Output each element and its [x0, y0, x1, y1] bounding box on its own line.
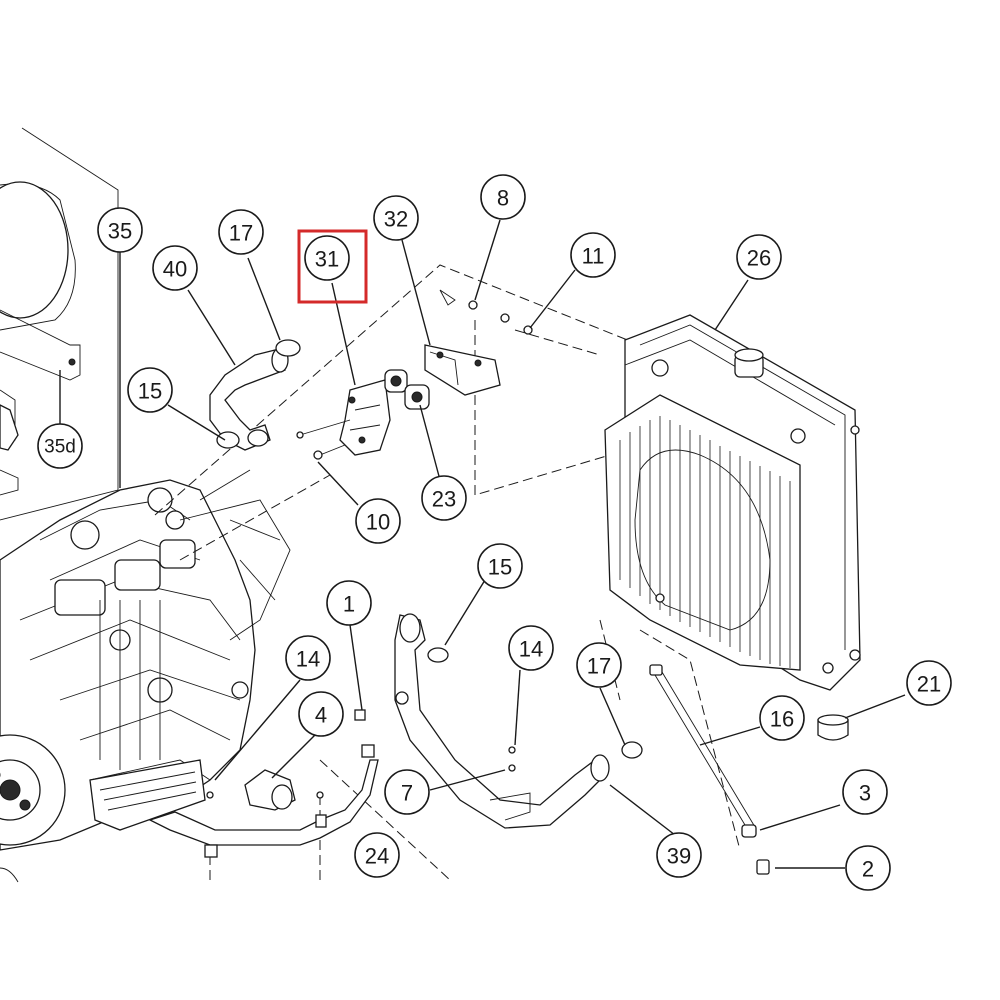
callout-15: 15	[127, 367, 173, 413]
svg-text:7: 7	[401, 781, 413, 806]
callout-26: 26	[736, 234, 782, 280]
svg-text:15: 15	[488, 555, 512, 580]
bracket-31	[296, 379, 391, 460]
svg-text:17: 17	[229, 221, 253, 246]
callout-40: 40	[152, 245, 198, 291]
callout-1: 1	[326, 580, 372, 626]
svg-text:31: 31	[315, 247, 339, 272]
upper-radiator-hose	[209, 339, 301, 451]
callout-39: 39	[656, 832, 702, 878]
callout-14: 14	[508, 625, 554, 671]
callout-8: 8	[480, 174, 526, 220]
drain-tube	[649, 664, 770, 875]
svg-text:21: 21	[917, 672, 941, 697]
svg-text:3: 3	[859, 781, 871, 806]
callout-31-highlighted[interactable]: 31	[297, 229, 368, 304]
svg-text:24: 24	[365, 844, 389, 869]
callout-17: 17	[576, 642, 622, 688]
svg-text:16: 16	[770, 707, 794, 732]
svg-text:4: 4	[315, 703, 327, 728]
callout-4: 4	[298, 691, 344, 737]
callout-3: 3	[842, 769, 888, 815]
callout-35d: 35d	[37, 423, 83, 469]
callout-35: 35	[97, 207, 143, 253]
callout-16: 16	[759, 695, 805, 741]
leader-lines	[59, 219, 906, 869]
lower-radiator-hose	[354, 613, 643, 829]
callout-24: 24	[354, 832, 400, 878]
svg-text:39: 39	[667, 844, 691, 869]
svg-text:23: 23	[432, 487, 456, 512]
svg-text:26: 26	[747, 246, 771, 271]
svg-text:10: 10	[366, 510, 390, 535]
callout-15: 15	[477, 543, 523, 589]
svg-text:8: 8	[497, 186, 509, 211]
thermostat-part-4	[244, 769, 296, 811]
svg-text:11: 11	[582, 244, 605, 269]
cropped-callout-edge	[0, 867, 19, 883]
callout-21: 21	[906, 660, 952, 706]
callout-23: 23	[421, 475, 467, 521]
svg-text:40: 40	[163, 257, 187, 282]
svg-text:35d: 35d	[44, 437, 76, 458]
callout-10: 10	[355, 498, 401, 544]
radiator	[604, 314, 861, 691]
svg-text:17: 17	[587, 654, 611, 679]
svg-text:14: 14	[519, 637, 543, 662]
air-cleaner	[0, 181, 81, 496]
bracket-32	[384, 289, 533, 410]
cap-21	[817, 714, 849, 741]
water-pipe	[148, 744, 379, 858]
svg-text:32: 32	[384, 207, 408, 232]
callout-7: 7	[384, 769, 430, 815]
highlight-box	[297, 229, 368, 304]
callout-14: 14	[285, 635, 331, 681]
svg-text:2: 2	[862, 857, 874, 882]
callout-17: 17	[218, 209, 264, 255]
engine-assembly	[0, 469, 291, 851]
callout-2: 2	[845, 845, 891, 891]
callout-32: 32	[373, 195, 419, 241]
svg-text:35: 35	[108, 219, 132, 244]
svg-text:14: 14	[296, 647, 320, 672]
callout-11: 11	[570, 232, 616, 278]
svg-text:1: 1	[343, 592, 355, 617]
svg-text:15: 15	[138, 379, 162, 404]
